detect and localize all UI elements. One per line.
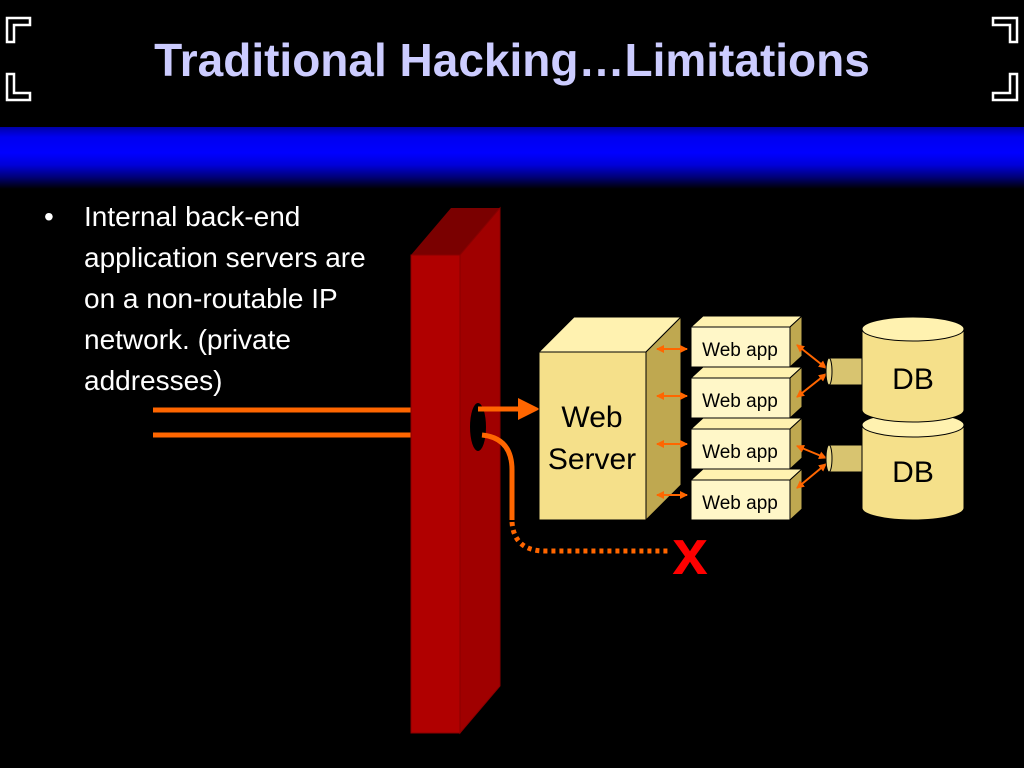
firewall-port-hole: [470, 403, 486, 451]
app-db-arrow-1: [796, 344, 827, 369]
app-db-arrow-3: [796, 444, 827, 460]
slide-title: Traditional Hacking…Limitations: [154, 34, 870, 86]
firewall-wall: [410, 206, 501, 735]
db-label-1: DB: [892, 363, 934, 396]
app-db-arrow-4: [796, 463, 827, 489]
blocked-path-solid: [481, 432, 515, 520]
db-connector-2: [825, 444, 868, 473]
web-app-label-1: Web app: [702, 340, 778, 361]
title-divider-band: [0, 127, 1024, 189]
blocked-path-dotted: [509, 521, 668, 554]
web-server-label-line-2: Server: [548, 443, 636, 476]
server-app-arrows: [656, 345, 688, 499]
database-cylinder-icon-1: [861, 316, 965, 423]
bullet-list: Internal back-end application servers ar…: [42, 196, 402, 401]
web-app-label-4: Web app: [702, 493, 778, 514]
app-db-arrows: [796, 344, 827, 489]
web-app-label-2: Web app: [702, 391, 778, 412]
web-server-box: [537, 315, 683, 522]
blocked-x-marker: x: [672, 516, 708, 588]
corner-bracket-icon-top-left: [5, 16, 32, 102]
app-db-arrow-2: [796, 373, 827, 398]
web-app-box-1: [689, 314, 804, 369]
web-app-label-3: Web app: [702, 442, 778, 463]
web-app-box-4: [689, 467, 804, 522]
db-connector-1: [825, 357, 868, 386]
corner-bracket-icon-top-right: [991, 16, 1019, 102]
bullet-item: Internal back-end application servers ar…: [42, 196, 402, 401]
web-server-label-line-1: Web: [561, 401, 622, 434]
allowed-connection-arrowhead: [518, 398, 540, 420]
db-label-2: DB: [892, 456, 934, 489]
